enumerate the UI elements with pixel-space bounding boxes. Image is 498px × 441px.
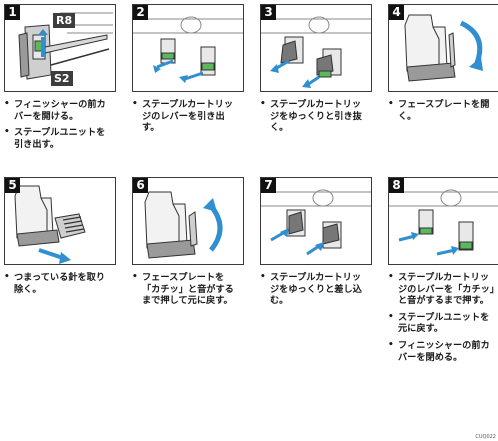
step-2-illustration: 2 [132, 4, 244, 92]
step-number: 8 [389, 178, 404, 193]
note: ステープルカートリッジをゆっくりと差し込む。 [260, 272, 370, 307]
insert-cartridge-drawing [261, 189, 371, 256]
step-1: 1 R8 S2 フィニッシャーの前カバーを開ける。 ステープルユニットを引き出す… [4, 4, 116, 155]
note: ステープルカートリッジのレバーを引き出す。 [132, 99, 242, 134]
callout-s2: S2 [51, 71, 73, 86]
pull-lever-drawing [133, 16, 243, 83]
step-number: 2 [133, 5, 148, 20]
step-3: 3 ステープルカートリッジをゆっくりと引き抜く。 [260, 4, 372, 139]
note: ステープルカートリッジをゆっくりと引き抜く。 [260, 99, 370, 134]
step-8-notes: ステープルカートリッジのレバーを「カチッ」と音がするまで押す。 ステープルユニッ… [388, 272, 498, 363]
step-1-illustration: 1 R8 S2 [4, 4, 116, 92]
note: フィニッシャーの前カバーを閉める。 [388, 340, 498, 363]
note: ステープルカートリッジのレバーを「カチッ」と音がするまで押す。 [388, 272, 498, 307]
note: フィニッシャーの前カバーを開ける。 [4, 99, 114, 122]
step-1-notes: フィニッシャーの前カバーを開ける。 ステープルユニットを引き出す。 [4, 99, 114, 150]
note: ステープルユニットを引き出す。 [4, 127, 114, 150]
open-faceplate-drawing [404, 14, 483, 82]
step-4-illustration: 4 [388, 4, 498, 92]
step-number: 6 [133, 178, 148, 193]
note: フェースプレートを「カチッ」と音がするまで押して元に戻す。 [132, 272, 242, 307]
step-7-illustration: 7 [260, 177, 372, 265]
step-8: 8 ステープルカートリッジのレバーを「カチッ」と音がするまで押す。 ステープルユ… [388, 177, 498, 368]
step-6: 6 フェースプレートを「カチッ」と音がするまで押して元に戻す。 [132, 177, 244, 312]
remove-cartridge-drawing [261, 16, 371, 88]
step-number: 7 [261, 178, 276, 193]
step-number: 5 [5, 178, 20, 193]
step-6-notes: フェースプレートを「カチッ」と音がするまで押して元に戻す。 [132, 272, 242, 307]
step-8-illustration: 8 [388, 177, 498, 265]
step-5: 5 つまっている針を取り除く。 [4, 177, 116, 300]
note: つまっている針を取り除く。 [4, 272, 114, 295]
step-5-notes: つまっている針を取り除く。 [4, 272, 114, 295]
note: フェースプレートを開く。 [388, 99, 498, 122]
step-3-notes: ステープルカートリッジをゆっくりと引き抜く。 [260, 99, 370, 134]
step-7-notes: ステープルカートリッジをゆっくりと差し込む。 [260, 272, 370, 307]
step-4: 4 フェースプレートを開く。 [388, 4, 498, 127]
step-4-notes: フェースプレートを開く。 [388, 99, 498, 122]
step-2-notes: ステープルカートリッジのレバーを引き出す。 [132, 99, 242, 134]
step-2: 2 ステープルカートリッジのレバーを引き出す。 [132, 4, 244, 139]
figure-id: CUQ022 [475, 434, 496, 440]
step-number: 4 [389, 5, 404, 20]
step-3-illustration: 3 [260, 4, 372, 92]
close-faceplate-drawing [144, 191, 223, 259]
step-number: 3 [261, 5, 276, 20]
step-number: 1 [5, 5, 20, 20]
note: ステープルユニットを元に戻す。 [388, 312, 498, 335]
remove-jammed-staples-drawing [14, 185, 86, 264]
step-7: 7 ステープルカートリッジをゆっくりと差し込む。 [260, 177, 372, 312]
step-6-illustration: 6 [132, 177, 244, 265]
push-lever-drawing [389, 189, 498, 256]
callout-r8: R8 [53, 13, 76, 28]
step-5-illustration: 5 [4, 177, 116, 265]
